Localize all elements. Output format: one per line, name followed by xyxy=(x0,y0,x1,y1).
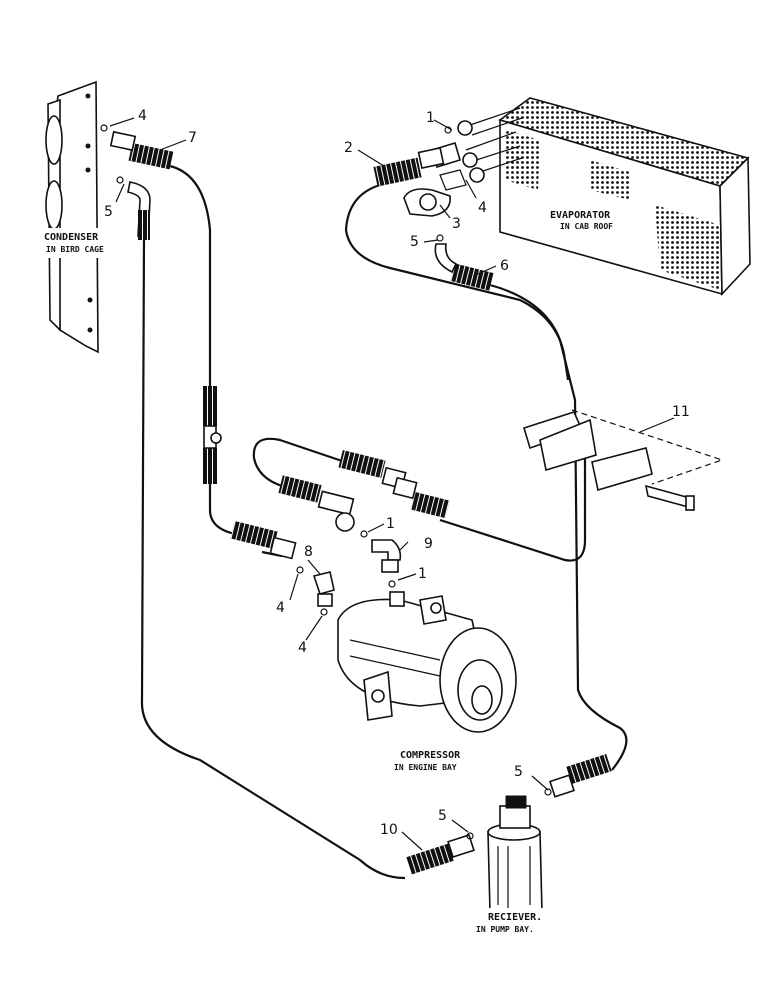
callout-6: 6 xyxy=(500,258,509,274)
receiver-name: RECIEVER. xyxy=(488,912,542,923)
callout-4-condenser: 4 xyxy=(138,108,147,124)
callout-4-evaporator: 4 xyxy=(478,200,487,216)
compressor-name: COMPRESSOR xyxy=(400,750,461,761)
hose-fittings xyxy=(109,130,612,875)
callout-5-receiver-b: 5 xyxy=(438,808,447,824)
receiver-unit: RECIEVER. IN PUMP BAY. xyxy=(474,795,564,934)
receiver-location: IN PUMP BAY. xyxy=(476,925,534,934)
condenser-panel xyxy=(55,80,99,354)
callout-4-compressor-b: 4 xyxy=(298,640,307,656)
compressor-fittings xyxy=(312,539,402,607)
evaporator-name: EVAPORATOR xyxy=(550,210,611,221)
callout-numbers: 4 7 5 1 2 4 3 5 6 1 9 1 8 4 4 11 5 5 10 xyxy=(104,108,690,838)
hose-clamp xyxy=(523,409,724,511)
callout-1-compressor: 1 xyxy=(418,566,427,582)
compressor-location: IN ENGINE BAY xyxy=(394,763,457,772)
callout-9: 9 xyxy=(424,536,433,552)
callout-3: 3 xyxy=(452,216,461,232)
callout-2: 2 xyxy=(344,140,353,156)
evaporator-location: IN CAB ROOF xyxy=(560,222,613,231)
condenser-unit: CONDENSER IN BIRD CAGE xyxy=(40,80,136,354)
callout-1-mid: 1 xyxy=(386,516,395,532)
callout-8: 8 xyxy=(304,544,313,560)
callout-7: 7 xyxy=(188,130,197,146)
condenser-location: IN BIRD CAGE xyxy=(46,245,104,254)
callout-1-evaporator: 1 xyxy=(426,110,435,126)
o-rings xyxy=(100,124,552,840)
evaporator-pipes xyxy=(457,107,523,183)
callout-5-receiver-a: 5 xyxy=(514,764,523,780)
callout-4-compressor-a: 4 xyxy=(276,600,285,616)
callout-10: 10 xyxy=(380,822,398,838)
callout-5-condenser: 5 xyxy=(104,204,113,220)
callout-5-evaporator: 5 xyxy=(410,234,419,250)
evaporator-unit: EVAPORATOR IN CAB ROOF xyxy=(498,97,751,296)
hoses xyxy=(140,164,628,880)
compressor-unit: COMPRESSOR IN ENGINE BAY xyxy=(337,591,517,772)
callout-11: 11 xyxy=(672,404,690,420)
callout-leaders xyxy=(109,117,675,851)
condenser-name: CONDENSER xyxy=(44,232,99,243)
